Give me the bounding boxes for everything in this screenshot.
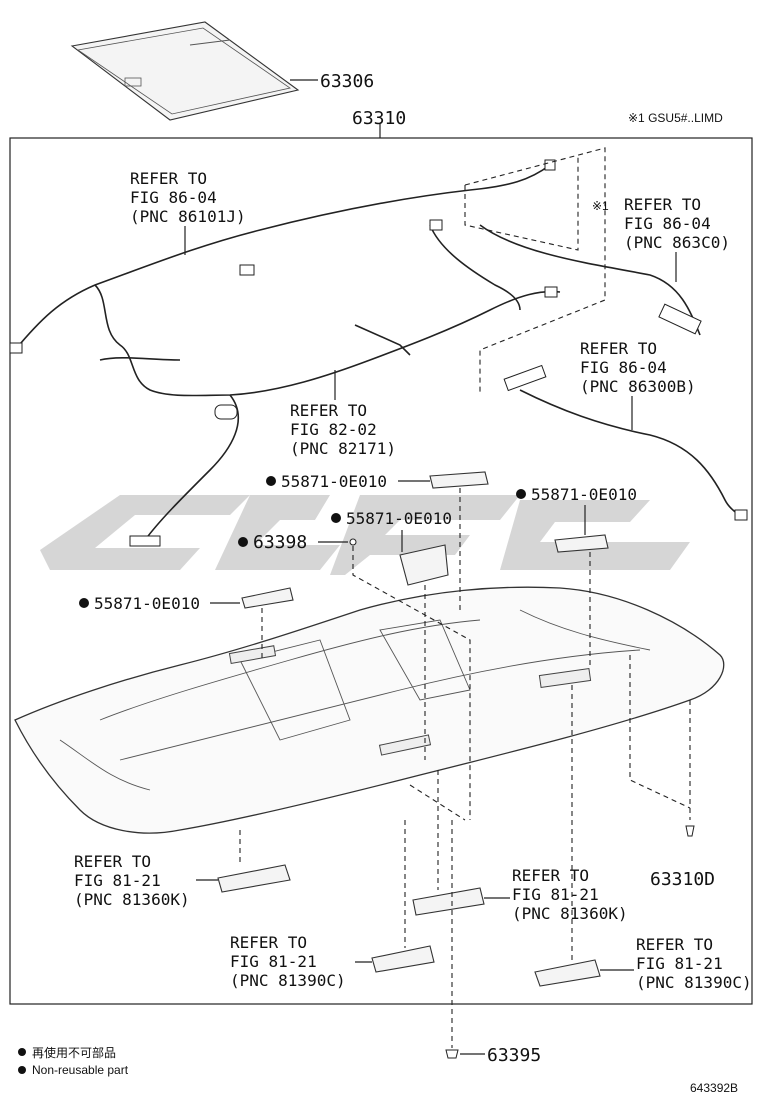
legend-dot-icon [18,1048,26,1056]
dash-retainer [352,546,471,820]
retainer-callout: 63398 [238,532,357,553]
roof-wire-harness [9,159,748,547]
svg-text:55871-0E010: 55871-0E010 [531,485,637,504]
figure-code: 643392B [690,1081,738,1095]
svg-text:55871-0E010: 55871-0E010 [346,509,452,528]
legend-zh: 再使用不可部品 [32,1045,116,1060]
bolt-63395: 63395 [445,820,541,1066]
svg-text:(PNC 863C0): (PNC 863C0) [624,233,730,252]
dash-light-a [409,784,466,821]
refer-block-86101j: REFER TO FIG 86-04 (PNC 86101J) [130,169,246,255]
svg-text:FIG 86-04: FIG 86-04 [580,358,667,377]
svg-text:REFER TO: REFER TO [624,195,701,214]
assembly-frame [9,137,753,1005]
svg-text:(PNC 81390C): (PNC 81390C) [230,971,346,990]
refer-block-863c0: ※1 REFER TO FIG 86-04 (PNC 863C0) [592,195,730,282]
lamp-81360k-left: REFER TO FIG 81-21 (PNC 81360K) [74,830,291,909]
refer-block-86300b: REFER TO FIG 86-04 (PNC 86300B) [580,339,696,430]
svg-text:※1: ※1 [592,199,609,213]
lamp-81390c-left: REFER TO FIG 81-21 (PNC 81390C) [230,820,435,990]
lamp-81360k-right: REFER TO FIG 81-21 (PNC 81360K) [412,770,628,923]
svg-text:(PNC 81390C): (PNC 81390C) [636,973,752,992]
part-number-63306: 63306 [320,71,374,92]
svg-text:REFER TO: REFER TO [290,401,367,420]
lamp-81390c-right: REFER TO FIG 81-21 (PNC 81390C) [534,685,752,992]
svg-text:FIG 86-04: FIG 86-04 [624,214,711,233]
svg-text:63310D: 63310D [650,869,715,890]
svg-text:FIG 81-21: FIG 81-21 [74,871,161,890]
svg-text:55871-0E010: 55871-0E010 [281,472,387,491]
headliner-body [14,586,725,834]
clip-callout-1: 55871-0E010 [266,471,489,491]
svg-text:(PNC 82171): (PNC 82171) [290,439,396,458]
svg-text:(PNC 81360K): (PNC 81360K) [74,890,190,909]
clip-callout-3: 55871-0E010 [331,509,452,586]
svg-text:REFER TO: REFER TO [512,866,589,885]
legend-en: Non-reusable part [32,1063,129,1077]
svg-text:55871-0E010: 55871-0E010 [94,594,200,613]
part-number-63310: 63310 [352,108,406,129]
legend-dot-icon [18,1066,26,1074]
svg-text:63395: 63395 [487,1045,541,1066]
svg-text:REFER TO: REFER TO [130,169,207,188]
clip-callout-2: 55871-0E010 [516,485,637,553]
svg-text:REFER TO: REFER TO [74,852,151,871]
svg-text:REFER TO: REFER TO [636,935,713,954]
svg-text:FIG 81-21: FIG 81-21 [230,952,317,971]
svg-text:REFER TO: REFER TO [580,339,657,358]
svg-text:FIG 81-21: FIG 81-21 [512,885,599,904]
clip-callout-4: 55871-0E010 [79,587,294,613]
svg-text:(PNC 86300B): (PNC 86300B) [580,377,696,396]
svg-text:(PNC 86101J): (PNC 86101J) [130,207,246,226]
svg-text:REFER TO: REFER TO [230,933,307,952]
svg-text:FIG 86-04: FIG 86-04 [130,188,217,207]
variant-zone-outline [464,147,606,392]
sunshade-panel [70,21,300,121]
variant-note: ※1 GSU5#..LIMD [628,111,723,125]
svg-text:FIG 82-02: FIG 82-02 [290,420,377,439]
legend: 再使用不可部品 Non-reusable part [18,1045,129,1077]
svg-text:FIG 81-21: FIG 81-21 [636,954,723,973]
clip-63310d: 63310D [650,825,715,890]
svg-text:63398: 63398 [253,532,307,553]
variant-zone-inner [464,155,579,251]
watermark-logo [40,495,690,575]
refer-block-82171: REFER TO FIG 82-02 (PNC 82171) [290,370,396,458]
svg-text:(PNC 81360K): (PNC 81360K) [512,904,628,923]
